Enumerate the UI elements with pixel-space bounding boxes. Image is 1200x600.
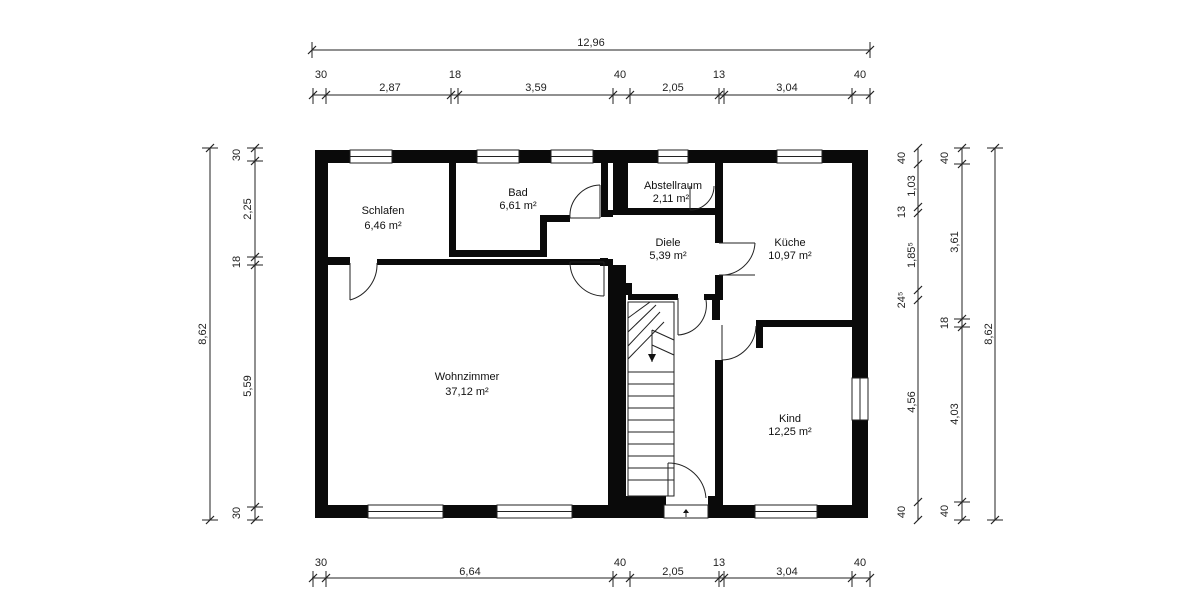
top-dimension-chain: 30 2,87 18 3,59 40 2,05 13 3,04 40 xyxy=(308,69,875,104)
right-total-label: 8,62 xyxy=(983,323,995,344)
window-wohnzimmer-1 xyxy=(367,504,444,519)
room-bad-name: Bad xyxy=(508,187,528,199)
left-seg-4: 5,59 xyxy=(242,375,254,396)
right-inner-ticks xyxy=(913,143,923,525)
right-inner-3: 13 xyxy=(896,206,908,218)
right-middle-2: 3,61 xyxy=(949,231,961,252)
room-diele-area: 5,39 m² xyxy=(649,250,687,262)
room-wohnzimmer-area: 37,12 m² xyxy=(445,386,489,398)
room-labels: Schlafen 6,46 m² Bad 6,61 m² Abstellraum… xyxy=(362,180,812,438)
right-middle-4: 4,03 xyxy=(949,403,961,424)
top-seg-7: 13 xyxy=(713,69,725,81)
window-wohnzimmer-2 xyxy=(496,504,573,519)
room-schlafen-area: 6,46 m² xyxy=(364,220,402,232)
right-inner-5: 24⁵ xyxy=(896,292,908,309)
left-total-label: 8,62 xyxy=(197,323,209,344)
right-dimension-middle: 40 3,61 18 4,03 40 xyxy=(939,143,970,525)
bottom-seg-7: 40 xyxy=(854,557,866,569)
window-kind-bottom xyxy=(754,504,818,519)
room-wohnzimmer-name: Wohnzimmer xyxy=(435,371,500,383)
top-seg-4: 3,59 xyxy=(525,82,546,94)
right-inner-2: 1,03 xyxy=(906,175,918,196)
door-wohnzimmer xyxy=(569,261,605,297)
top-dimension-total: 12,96 xyxy=(307,37,875,58)
room-schlafen-name: Schlafen xyxy=(362,205,405,217)
room-abstellraum-name: Abstellraum xyxy=(644,180,702,192)
bottom-seg-5: 13 xyxy=(713,557,725,569)
left-seg-5: 30 xyxy=(231,507,243,519)
bottom-seg-4: 2,05 xyxy=(662,566,683,578)
room-kind-name: Kind xyxy=(779,413,801,425)
top-chain-extensions xyxy=(312,88,871,104)
room-bad-area: 6,61 m² xyxy=(499,200,537,212)
bottom-seg-1: 30 xyxy=(315,557,327,569)
room-diele-name: Diele xyxy=(655,237,680,249)
bottom-seg-6: 3,04 xyxy=(776,566,797,578)
top-seg-8: 3,04 xyxy=(776,82,797,94)
room-kind-area: 12,25 m² xyxy=(768,426,812,438)
room-abstellraum-area: 2,11 m² xyxy=(653,193,690,205)
window-abstellraum xyxy=(657,149,689,164)
left-chain-extensions xyxy=(247,147,263,521)
bottom-seg-2: 6,64 xyxy=(459,566,480,578)
left-dimension-chain: 30 2,25 18 5,59 30 xyxy=(231,143,263,525)
right-dimension-total: 8,62 xyxy=(983,143,1003,525)
door-kueche xyxy=(718,242,756,276)
doors xyxy=(349,184,757,519)
left-seg-3: 18 xyxy=(231,256,243,268)
room-kueche-name: Küche xyxy=(774,237,805,249)
top-seg-2: 2,87 xyxy=(379,82,400,94)
right-inner-6: 4,56 xyxy=(906,391,918,412)
bottom-dimension-chain: 30 6,64 40 2,05 13 3,04 40 xyxy=(308,557,875,587)
door-schlafen xyxy=(349,262,378,301)
window-kind-side xyxy=(851,377,869,421)
window-bad-1 xyxy=(476,149,520,164)
right-dimension-inner: 40 1,03 13 1,85⁵ 24⁵ 4,56 40 xyxy=(896,143,923,525)
right-inner-7: 40 xyxy=(896,506,908,518)
bottom-chain-extensions xyxy=(312,571,871,587)
room-kueche-area: 10,97 m² xyxy=(768,250,812,262)
top-seg-3: 18 xyxy=(449,69,461,81)
right-inner-4: 1,85⁵ xyxy=(906,242,918,268)
right-middle-extensions xyxy=(954,147,970,521)
window-bad-2 xyxy=(550,149,594,164)
door-abstellraum xyxy=(689,185,715,211)
door-kind xyxy=(721,325,757,361)
left-dimension-total: 8,62 xyxy=(197,143,218,525)
staircase xyxy=(627,301,675,497)
door-entrance xyxy=(663,462,709,519)
door-bad xyxy=(569,184,601,219)
top-seg-6: 2,05 xyxy=(662,82,683,94)
top-seg-9: 40 xyxy=(854,69,866,81)
windows xyxy=(349,149,869,519)
right-middle-3: 18 xyxy=(939,317,951,329)
interior-walls xyxy=(328,163,852,518)
window-kueche xyxy=(776,149,823,164)
top-total-label: 12,96 xyxy=(577,37,605,49)
right-inner-1: 40 xyxy=(896,152,908,164)
right-middle-5: 40 xyxy=(939,505,951,517)
right-middle-1: 40 xyxy=(939,152,951,164)
bottom-seg-3: 40 xyxy=(614,557,626,569)
top-seg-1: 30 xyxy=(315,69,327,81)
door-stair xyxy=(677,298,707,336)
top-seg-5: 40 xyxy=(614,69,626,81)
left-seg-1: 30 xyxy=(231,149,243,161)
window-schlafen xyxy=(349,149,393,164)
left-seg-2: 2,25 xyxy=(242,198,254,219)
